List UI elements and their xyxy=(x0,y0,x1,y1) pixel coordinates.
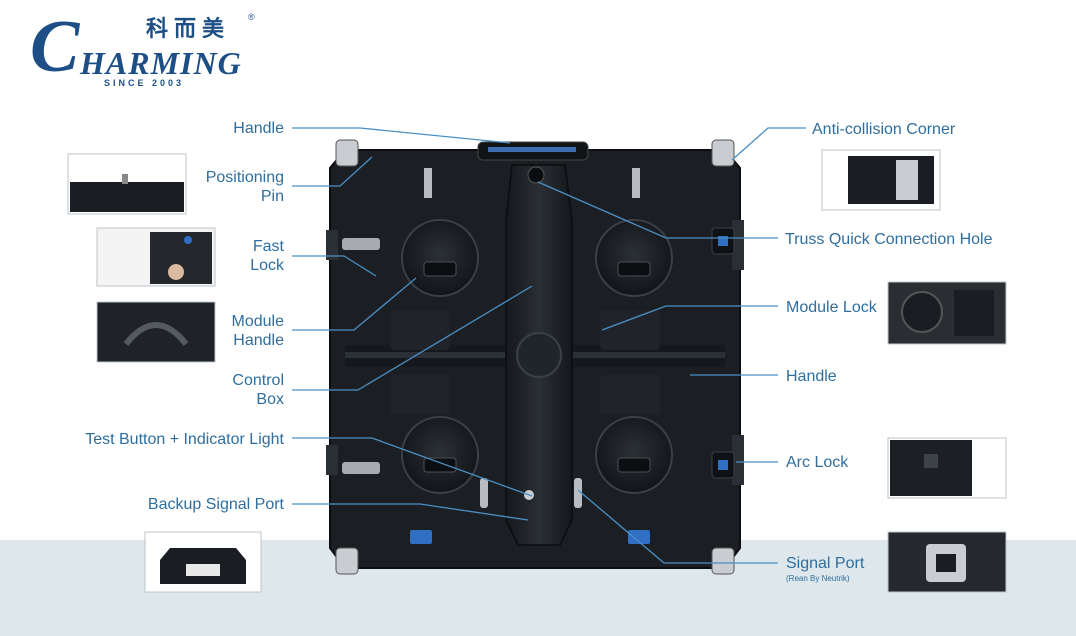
leader-backup-signal xyxy=(292,503,529,521)
thumb-anti-collision-corner xyxy=(821,149,941,211)
label-control-box-line1: Control xyxy=(232,372,284,389)
thumb-signal-port xyxy=(887,531,1007,593)
logo-chinese-name: 科而美 xyxy=(146,16,231,41)
leader-positioning-pin xyxy=(292,156,373,187)
thumb-backup-signal-port xyxy=(144,531,262,593)
leader-fast-lock xyxy=(292,255,377,277)
leader-signal-port xyxy=(577,489,778,564)
logo-since: SINCE 2003 xyxy=(104,78,185,88)
thumb-module-lock xyxy=(887,281,1007,345)
label-fast-lock-line1: Fast xyxy=(252,238,284,255)
label-backup-signal-port: Backup Signal Port xyxy=(147,496,284,513)
label-handle-right: Handle xyxy=(786,368,837,385)
label-anti-collision-corner: Anti-collision Corner xyxy=(812,121,956,138)
leader-test-button xyxy=(292,437,533,497)
label-test-button: Test Button + Indicator Light xyxy=(85,431,284,448)
leader-truss-hole xyxy=(537,181,778,239)
leader-module-handle xyxy=(292,277,417,331)
thumb-positioning-pin xyxy=(67,153,187,215)
leader-handle-top xyxy=(292,127,511,144)
label-module-handle-line1: Module xyxy=(231,313,284,330)
leader-module-lock xyxy=(601,305,778,331)
thumb-arc-lock xyxy=(887,437,1007,499)
label-fast-lock-line2: Lock xyxy=(250,257,284,274)
leader-control-box xyxy=(292,285,533,391)
logo-wordmark: HARMING xyxy=(80,45,242,81)
label-handle-top: Handle xyxy=(233,120,284,137)
leader-lines xyxy=(292,127,806,564)
label-module-handle-line2: Handle xyxy=(233,332,284,349)
leader-anti-collision xyxy=(731,127,806,161)
label-control-box-line2: Box xyxy=(256,391,284,408)
label-truss-quick-connection-hole: Truss Quick Connection Hole xyxy=(785,231,993,248)
label-positioning-pin-line1: Positioning xyxy=(205,169,284,186)
logo-initial: C xyxy=(30,6,80,88)
logo-registered-mark: ® xyxy=(248,12,255,22)
brand-logo: C 科而美 ® HARMING SINCE 2003 xyxy=(30,10,270,90)
label-arc-lock: Arc Lock xyxy=(786,454,849,471)
label-positioning-pin-line2: Pin xyxy=(260,188,284,205)
label-signal-port-sub: (Rean By Neutrik) xyxy=(786,574,850,583)
cabinet-panel-photo xyxy=(326,139,744,575)
thumb-fast-lock xyxy=(96,227,216,287)
label-signal-port: Signal Port xyxy=(786,555,865,572)
thumb-module-handle xyxy=(96,301,216,363)
label-module-lock: Module Lock xyxy=(786,299,877,316)
